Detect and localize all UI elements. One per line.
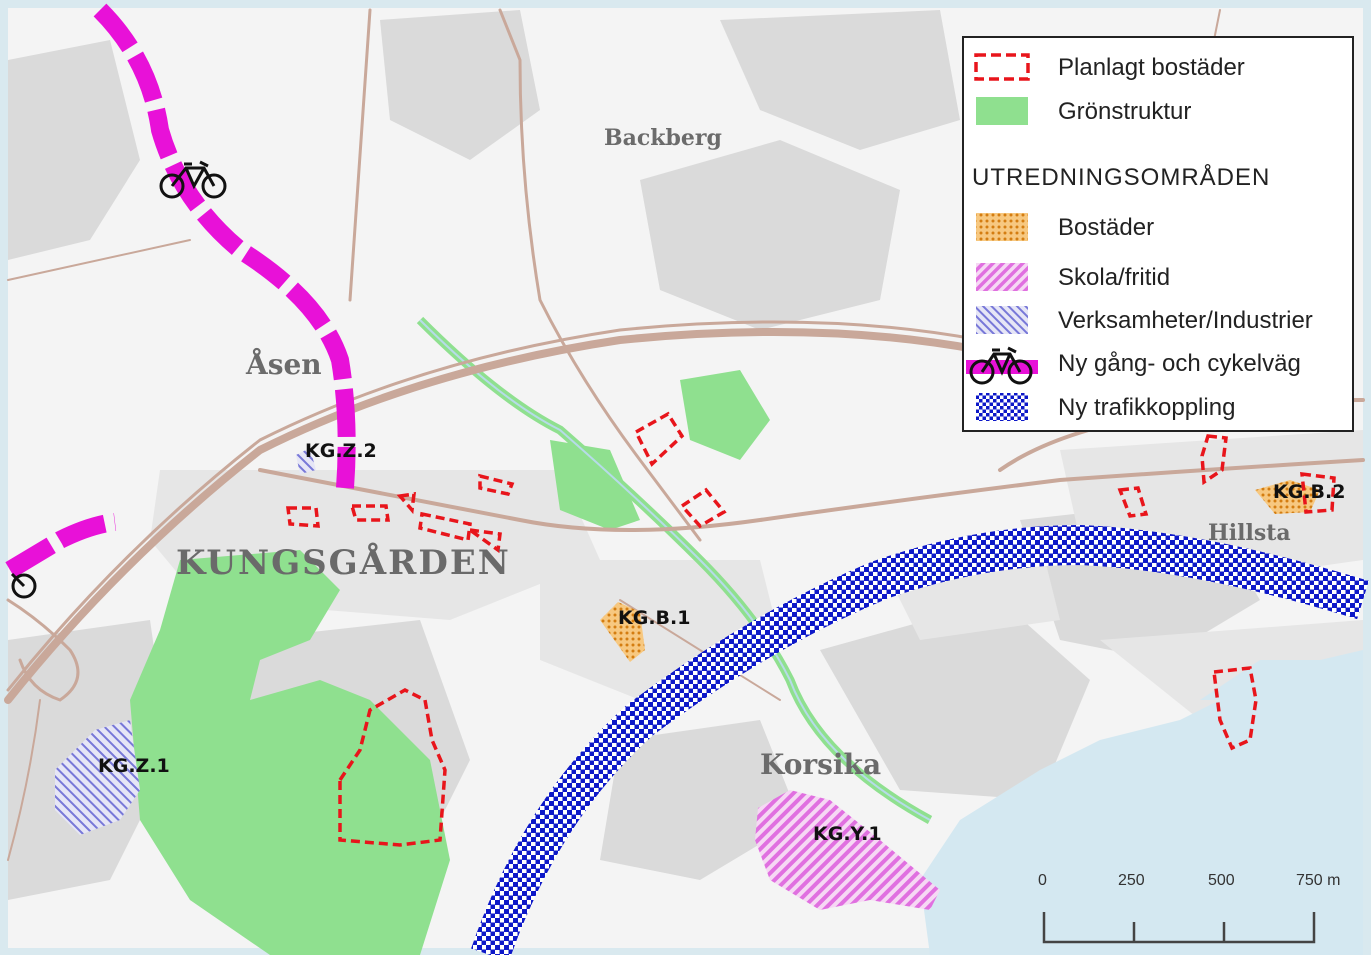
lake [920, 680, 1363, 955]
place-label-asen: Åsen [245, 347, 322, 381]
study-area-industry-kgz1 [55, 720, 140, 835]
legend-swatch-green-structure [976, 97, 1028, 125]
legend-swatch-industry [976, 306, 1028, 334]
legend-section-title: UTREDNINGSOMRÅDEN [972, 164, 1271, 191]
stream-line [419, 319, 931, 821]
study-area-housing-kgb1 [600, 602, 645, 662]
legend-label-cycle-path: Ny gång- och cykelväg [1058, 350, 1301, 377]
place-label-kungsgarden: KUNGSGÅRDEN [176, 542, 511, 583]
green-structure [130, 370, 770, 955]
legend-label-housing-study: Bostäder [1058, 214, 1155, 241]
lake-inlet [1200, 650, 1363, 700]
zone-label-kgb1: KG.B.1 [618, 607, 690, 629]
zone-label-kgz1: KG.Z.1 [98, 755, 170, 777]
scale-tick-label: 250 [1118, 872, 1145, 889]
new-traffic-link [471, 524, 1369, 955]
legend-label-school: Skola/fritid [1058, 264, 1171, 291]
legend-swatch-housing-study [976, 213, 1028, 241]
legend-label-traffic-link: Ny trafikkoppling [1058, 394, 1236, 421]
scale-tick-label: 0 [1038, 872, 1047, 889]
bicycle-icon [159, 160, 227, 199]
scale-bar: 0 250 500 750 m [1030, 872, 1350, 952]
roads [4, 8, 1365, 861]
place-label-backberg: Backberg [604, 125, 722, 151]
scale-tick-label: 500 [1208, 872, 1235, 889]
legend-swatch-school [976, 263, 1028, 291]
legend-swatch-cycle-path [966, 346, 1038, 385]
planned-housing [286, 411, 1336, 847]
legend: Planlagt bostäder Grönstruktur UTREDNING… [962, 36, 1354, 432]
legend-label-planned-housing: Planlagt bostäder [1058, 54, 1245, 81]
study-area-school-kgy1 [755, 790, 940, 910]
legend-swatch-traffic-link [976, 393, 1028, 421]
bicycle-icon [969, 346, 1033, 385]
zone-label-kgz2: KG.Z.2 [305, 440, 377, 462]
bicycle-icon [10, 572, 37, 599]
legend-swatch-planned-housing [974, 53, 1030, 81]
scale-tick-label: 750 m [1296, 872, 1341, 889]
legend-label-industry: Verksamheter/Industrier [1058, 307, 1313, 334]
place-label-hillsta: Hillsta [1208, 520, 1291, 546]
scale-bar-line [1042, 912, 1316, 944]
legend-label-green-structure: Grönstruktur [1058, 98, 1192, 125]
new-cycle-path [5, 3, 356, 578]
place-label-korsika: Korsika [760, 748, 881, 781]
zone-label-kgb2: KG.B.2 [1273, 481, 1345, 503]
zone-label-kgy1: KG.Y.1 [813, 823, 882, 845]
study-area-industry-kgz2 [296, 448, 316, 474]
